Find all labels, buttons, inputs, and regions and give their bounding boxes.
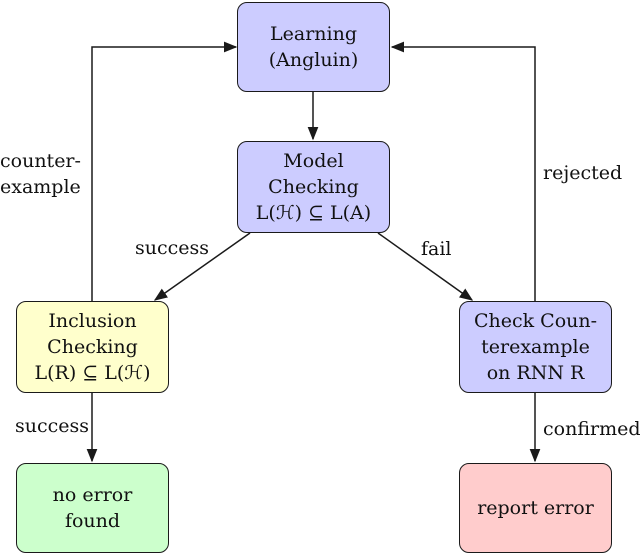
node-no-error-found-line-1: no error [52,484,133,506]
node-model-checking-line-1: Model [283,150,344,172]
edge-label-rejected: rejected [543,162,623,184]
edge-label-success-inclusion: success [15,415,90,437]
node-check-counterexample: Check Coun- terexample on RNN R [459,301,612,393]
node-inclusion-checking-formula: L(R) ⊆ L(ℋ) [34,362,151,384]
node-inclusion-checking-line-1: Inclusion [48,310,137,332]
node-inclusion-checking: Inclusion Checking L(R) ⊆ L(ℋ) [16,301,169,393]
edge-label-counterexample-line-2: example [0,176,81,198]
edge-counterexample-to-learning [91,41,238,301]
node-report-error: report error [459,463,612,553]
node-report-error-line-1: report error [477,497,594,519]
edge-rejected-to-learning [390,41,536,301]
node-inclusion-checking-line-2: Checking [47,336,138,358]
node-learning: Learning (Angluin) [237,2,390,92]
edge-label-fail: fail [421,238,452,260]
node-no-error-found: no error found [16,463,169,553]
edge-success-to-inclusion [153,232,251,301]
node-model-checking-line-2: Checking [268,176,359,198]
node-no-error-found-line-2: found [64,510,121,532]
edge-label-counterexample-line-1: counter- [0,150,81,172]
edge-fail-to-check-counterexample [377,232,474,301]
edge-label-success-model-checking: success [135,237,210,259]
edge-label-confirmed: confirmed [543,418,640,440]
node-check-counterexample-line-2: terexample [481,336,590,358]
node-check-counterexample-line-3: on RNN R [486,362,585,384]
node-learning-line-1: Learning [270,23,357,45]
edge-label-counterexample: counter- example [0,148,81,200]
node-model-checking: Model Checking L(ℋ) ⊆ L(A) [237,141,390,233]
node-model-checking-formula: L(ℋ) ⊆ L(A) [255,202,372,224]
node-check-counterexample-line-1: Check Coun- [473,310,598,332]
node-learning-line-2: (Angluin) [268,49,359,71]
